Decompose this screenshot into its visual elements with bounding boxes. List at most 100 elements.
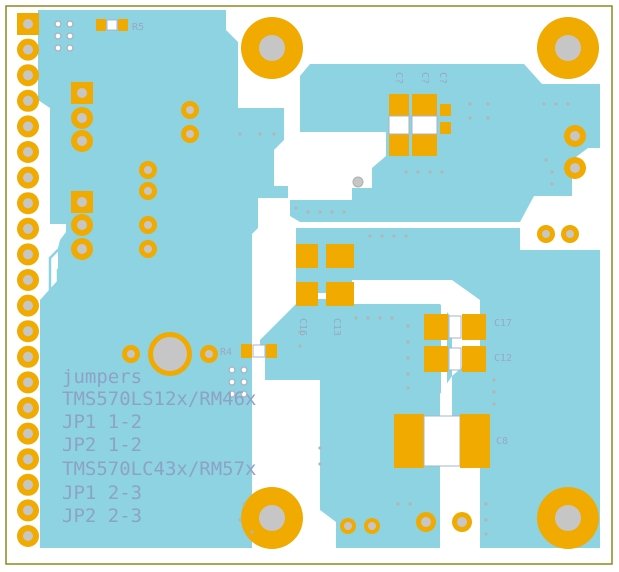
header-pin xyxy=(17,64,39,87)
via xyxy=(368,234,372,238)
header-pin xyxy=(17,89,39,112)
label-r5: R5 xyxy=(132,22,144,33)
via xyxy=(250,530,254,534)
top-small-header xyxy=(54,20,74,52)
via xyxy=(440,170,444,174)
label-c-upper-b: C? xyxy=(419,72,430,84)
smd-components xyxy=(96,19,490,468)
via-field xyxy=(238,102,570,536)
header-pin xyxy=(17,473,39,496)
via xyxy=(468,116,472,120)
header-pin xyxy=(17,243,39,266)
header-pin xyxy=(17,192,39,215)
via xyxy=(342,210,346,214)
jumper-notes: jumpers TMS570LS12x/RM46x JP1 1-2 JP2 1-… xyxy=(62,366,256,527)
note-title: jumpers xyxy=(62,366,142,388)
small-through-holes xyxy=(139,101,199,258)
via xyxy=(408,502,412,506)
left-pin-column xyxy=(17,38,39,547)
via xyxy=(486,116,490,120)
via xyxy=(294,206,298,210)
header-pin xyxy=(17,499,39,522)
via xyxy=(378,316,382,320)
via xyxy=(242,502,246,506)
via xyxy=(238,518,242,522)
jumper-jp1 xyxy=(71,82,93,152)
via xyxy=(550,170,554,174)
right-through-holes xyxy=(340,125,586,534)
via xyxy=(330,210,334,214)
jumper-jp2 xyxy=(71,191,93,260)
via xyxy=(468,102,472,106)
via xyxy=(238,132,242,136)
via xyxy=(492,402,496,406)
header-pin xyxy=(17,345,39,368)
via xyxy=(396,502,400,506)
via xyxy=(318,210,322,214)
note-line-1: TMS570LS12x/RM46x xyxy=(62,388,256,410)
via xyxy=(318,462,322,466)
header-pin xyxy=(17,371,39,394)
via xyxy=(416,170,420,174)
via xyxy=(428,170,432,174)
label-c17: C17 xyxy=(494,318,512,329)
via xyxy=(486,102,490,106)
label-c12: C12 xyxy=(494,353,512,364)
via xyxy=(380,234,384,238)
copper-pour-left xyxy=(38,10,288,548)
label-r4: R4 xyxy=(220,347,232,358)
via xyxy=(406,372,410,376)
via xyxy=(484,518,488,522)
via xyxy=(406,324,410,328)
via xyxy=(366,316,370,320)
header-pin xyxy=(17,141,39,163)
center-small-header xyxy=(228,366,248,398)
via xyxy=(392,234,396,238)
via xyxy=(542,102,546,106)
label-c16: C16 xyxy=(297,318,308,336)
header-pin xyxy=(17,397,39,419)
note-line-3: JP2 1-2 xyxy=(62,434,142,456)
header-pin xyxy=(17,115,39,138)
via xyxy=(544,158,548,162)
copper-pour-lower-middle xyxy=(260,304,452,548)
via xyxy=(550,182,554,186)
header-pin xyxy=(17,525,39,547)
via xyxy=(306,210,310,214)
via xyxy=(272,132,276,136)
header-pin xyxy=(17,422,39,445)
via xyxy=(484,502,488,506)
component-labels: R5 R4 C17 C12 C8 C16 C13 C? C? C? xyxy=(132,22,512,447)
copper-pour-upper-right xyxy=(290,64,600,222)
via xyxy=(484,532,488,536)
via xyxy=(298,330,302,334)
note-line-5: JP1 2-3 xyxy=(62,482,142,504)
label-c13: C13 xyxy=(331,318,342,336)
label-c-upper-a: C? xyxy=(393,72,404,84)
note-line-4: TMS570LC43x/RM57x xyxy=(62,458,256,480)
via xyxy=(318,446,322,450)
copper-pour-upper-right-tab xyxy=(540,150,560,196)
label-c-upper-c: C? xyxy=(437,72,448,84)
note-line-6: JP2 2-3 xyxy=(62,505,142,527)
header-pin xyxy=(17,217,39,240)
via xyxy=(390,316,394,320)
via xyxy=(554,102,558,106)
note-line-2: JP1 1-2 xyxy=(62,411,142,433)
header-pin xyxy=(17,448,39,471)
header-pin xyxy=(17,269,39,291)
label-c8: C8 xyxy=(496,436,508,447)
header-pin xyxy=(17,320,39,343)
copper-pour-lower-right xyxy=(296,228,600,548)
copper-pours xyxy=(38,10,600,548)
via xyxy=(492,378,496,382)
via xyxy=(406,356,410,360)
mounting-holes xyxy=(241,17,599,549)
left-pin-header xyxy=(17,13,39,35)
header-pin xyxy=(17,38,39,61)
header-pin xyxy=(17,166,39,189)
via xyxy=(298,344,302,348)
via xyxy=(406,340,410,344)
via xyxy=(404,234,408,238)
